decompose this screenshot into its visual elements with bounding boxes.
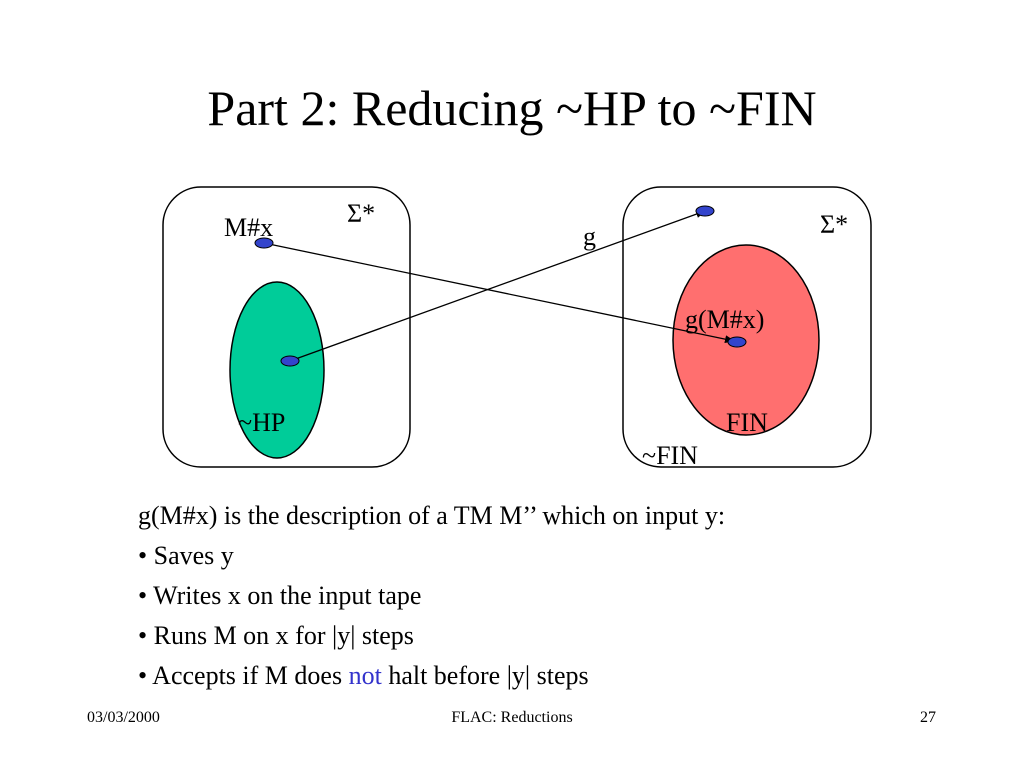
right-universe-label: Σ* bbox=[820, 210, 848, 239]
point-gmx-label: g(M#x) bbox=[685, 305, 764, 334]
highlight-not: not bbox=[348, 661, 382, 690]
bullet-item: • Saves y bbox=[138, 541, 234, 570]
bullet-item-last: • Accepts if M does not halt before |y| … bbox=[138, 656, 998, 696]
point-image-outside-fin bbox=[695, 205, 715, 217]
slide-title: Part 2: Reducing ~HP to ~FIN bbox=[207, 80, 817, 136]
footer-page-number: 27 bbox=[920, 709, 936, 726]
footer-date: 03/03/2000 bbox=[87, 709, 160, 726]
hp-set-label: ~HP bbox=[238, 408, 285, 437]
fin-set-ellipse bbox=[672, 244, 820, 436]
right-universe-box bbox=[622, 186, 872, 468]
description-intro: g(M#x) is the description of a TM M’’ wh… bbox=[138, 501, 726, 530]
fin-set-label: FIN bbox=[726, 408, 768, 437]
point-mx bbox=[254, 237, 274, 249]
hp-set-ellipse bbox=[229, 281, 325, 459]
footer-title: FLAC: Reductions bbox=[451, 709, 573, 726]
bullet-last-prefix: • Accepts if M does bbox=[138, 661, 349, 690]
mapping-arrow-mx bbox=[263, 242, 735, 344]
left-universe-label: Σ* bbox=[347, 199, 375, 228]
point-mx-label: M#x bbox=[224, 213, 273, 242]
point-hp-element bbox=[280, 355, 300, 367]
bullet-item: • Runs M on x for |y| steps bbox=[138, 621, 414, 650]
description-block: g(M#x) is the description of a TM M’’ wh… bbox=[138, 496, 998, 696]
mapping-label: g bbox=[583, 222, 596, 251]
bullet-last-suffix: halt before |y| steps bbox=[381, 661, 589, 690]
left-universe-box bbox=[162, 186, 411, 468]
nfin-set-label: ~FIN bbox=[642, 441, 698, 470]
point-gmx bbox=[727, 336, 747, 348]
bullet-item: • Writes x on the input tape bbox=[138, 581, 422, 610]
mapping-arrow-hp bbox=[289, 210, 706, 362]
